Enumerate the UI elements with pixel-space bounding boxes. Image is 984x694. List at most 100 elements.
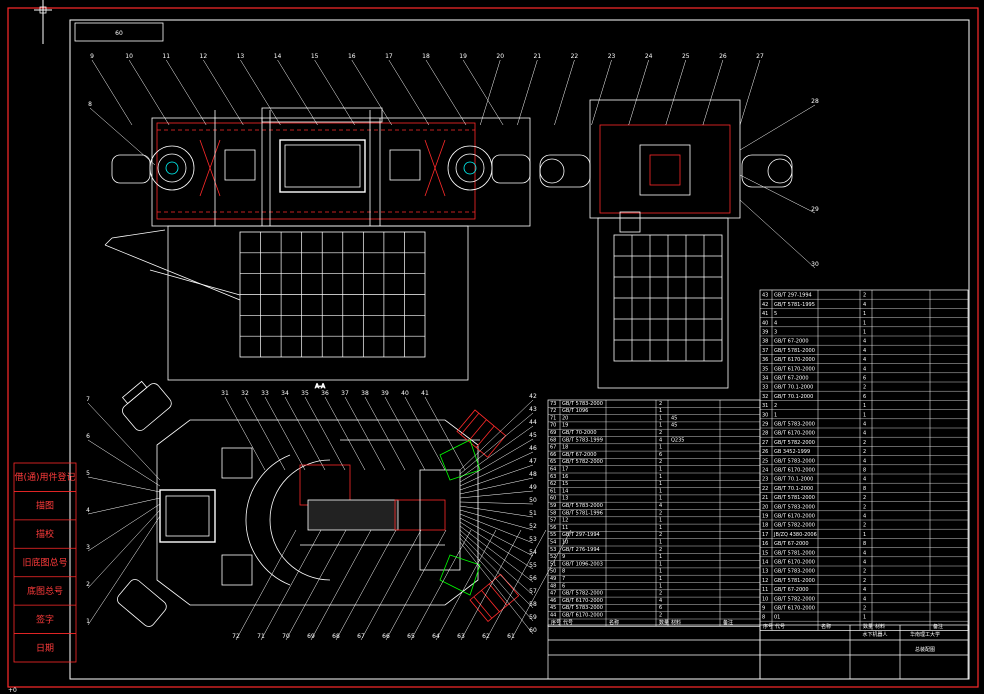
bom-item-no: 65 <box>550 459 556 465</box>
bom-code: GB/T 5783-1999 <box>562 437 603 443</box>
bom-code: 8 <box>562 569 565 575</box>
bom-qty: 1 <box>659 467 662 473</box>
callout-number: 41 <box>421 390 429 397</box>
bom-qty: 2 <box>863 385 866 391</box>
leader-line <box>459 438 534 483</box>
callout-number: 64 <box>432 633 440 640</box>
leader-line <box>264 396 306 471</box>
crosshair-cursor-icon[interactable] <box>34 0 52 44</box>
leader-line <box>87 509 161 589</box>
callout-number: 16 <box>348 53 356 60</box>
bom-header: 备注 <box>723 619 733 626</box>
bom-code: 12 <box>562 518 568 524</box>
bom-item-no: 69 <box>550 430 556 436</box>
leader-line <box>314 59 355 126</box>
bom-qty: 2 <box>863 569 866 575</box>
callout-number: 22 <box>571 53 579 60</box>
bom-frame <box>759 289 969 631</box>
bom-item-no: 35 <box>762 366 768 372</box>
callout-number: 53 <box>529 536 537 543</box>
bom-qty: 1 <box>659 488 662 494</box>
bom-item-no: 38 <box>762 339 768 345</box>
bom-item-no: 48 <box>550 583 556 589</box>
bom-material: 45 <box>671 423 677 429</box>
bom-qty: 1 <box>659 561 662 567</box>
bom-item-no: 59 <box>550 503 556 509</box>
sheet-name: 总装配图 <box>915 646 935 653</box>
bom-item-no: 70 <box>550 423 556 429</box>
bom-item-no: 28 <box>762 431 768 437</box>
callout-number: 4 <box>86 507 90 514</box>
bom-qty: 4 <box>863 458 866 464</box>
bom-qty: 4 <box>863 477 866 483</box>
bom-code: GB/T 5782-2000 <box>774 596 815 602</box>
callout-number: 10 <box>125 53 133 60</box>
bom-item-no: 47 <box>550 591 556 597</box>
leader-line <box>166 59 207 126</box>
front-view <box>111 107 531 227</box>
bom-item-no: 52 <box>550 554 556 560</box>
leader-line <box>459 513 534 544</box>
bom-item-no: 10 <box>762 596 768 602</box>
callout-number: 59 <box>529 614 537 621</box>
callout-number: 29 <box>811 206 819 213</box>
callout-number: 23 <box>608 53 616 60</box>
bom-item-no: 34 <box>762 376 768 382</box>
bom-item-no: 9 <box>762 606 765 612</box>
leader-line <box>554 59 575 126</box>
callout-number: 69 <box>307 633 315 640</box>
callout-number: 24 <box>645 53 653 60</box>
bom-qty: 1 <box>863 403 866 409</box>
leader-line <box>459 425 534 479</box>
bom-qty: 6 <box>659 605 662 611</box>
bom-header: 序号 <box>551 619 561 626</box>
leader-line <box>739 59 761 126</box>
leader-line <box>304 396 346 471</box>
callout-number: 72 <box>232 633 240 640</box>
bom-code: 7 <box>562 576 565 582</box>
callout-number: 3 <box>86 544 90 551</box>
leader-line <box>459 533 534 609</box>
bom-code: GB/T 67-2000 <box>774 376 809 382</box>
bom-item-no: 13 <box>762 569 768 575</box>
leader-line <box>424 396 466 471</box>
bom-item-no: 16 <box>762 541 768 547</box>
bom-code: GB/T 6170-2000 <box>774 357 815 363</box>
callout-number: 50 <box>529 497 537 504</box>
bom-code: 18 <box>562 445 568 451</box>
bom-qty: 2 <box>863 440 866 446</box>
leader-line <box>87 515 161 626</box>
bom-code: 10 <box>562 540 568 546</box>
bom-qty: 1 <box>863 532 866 538</box>
bom-qty: 2 <box>863 449 866 455</box>
callout-number: 13 <box>237 53 245 60</box>
bom-item-no: 71 <box>550 415 556 421</box>
callout-number: 62 <box>482 633 490 640</box>
bom-item-no: 57 <box>550 518 556 524</box>
bom-qty: 1 <box>659 423 662 429</box>
leader-line <box>244 396 286 471</box>
bom-code: 16 <box>562 474 568 480</box>
callout-number: 63 <box>457 633 465 640</box>
callout-number: 36 <box>321 390 329 397</box>
bom-item-no: 72 <box>550 408 556 414</box>
bom-code: 5 <box>774 311 777 317</box>
bom-item-no: 11 <box>762 587 768 593</box>
leader-line <box>224 396 266 471</box>
callout-number: 12 <box>200 53 208 60</box>
bom-qty: 4 <box>863 348 866 354</box>
bom-code: GB/T 6170-2000 <box>774 514 815 520</box>
callout-number: 60 <box>529 627 537 634</box>
callout-number: 57 <box>529 588 537 595</box>
bom-item-no: 41 <box>762 311 768 317</box>
bom-item-no: 49 <box>550 576 556 582</box>
callout-number: 71 <box>257 633 265 640</box>
callout-number: 9 <box>90 53 94 60</box>
bom-code: 14 <box>562 488 568 494</box>
callout-number: 33 <box>261 390 269 397</box>
bom-code: 3 <box>774 330 777 336</box>
callout-number: 45 <box>529 432 537 439</box>
bom-item-no: 67 <box>550 445 556 451</box>
